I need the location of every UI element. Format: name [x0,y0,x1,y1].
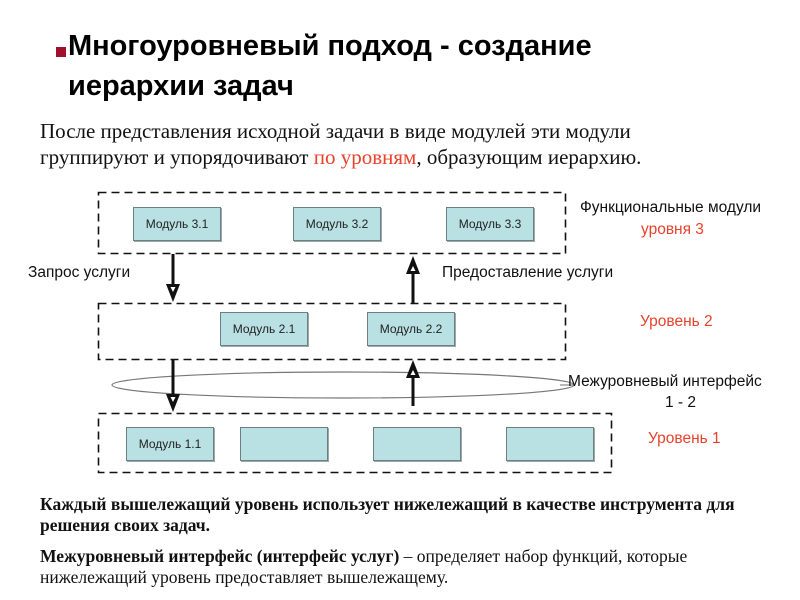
intro-text-part1: После представления исходной задачи в ви… [40,119,631,169]
module-3-2: Модуль 3.2 [293,207,381,241]
module-1-1: Модуль 1.1 [126,427,214,461]
module-3-1: Модуль 3.1 [133,207,221,241]
module-3-3: Модуль 3.3 [446,207,534,241]
level-3-label: Функциональные модули [580,199,762,216]
level-3-sublabel: уровня 3 [641,221,704,238]
module-1-2 [240,427,328,461]
slide-title: Многоуровневый подход - создание иерархи… [68,26,708,106]
provide-arrow-2-3 [406,256,420,304]
intro-paragraph: После представления исходной задачи в ви… [40,118,740,170]
note-upper-uses-lower: Каждый вышележащий уровень использует ни… [40,494,735,535]
intro-highlight: по уровням [313,145,417,169]
note-interface-definition: Межуровневый интерфейс (интерфейс услуг)… [40,546,780,588]
request-arrow-2-1 [166,359,180,412]
note-interface-term: Межуровневый интерфейс (интерфейс услуг) [40,546,400,566]
interface-sublabel: 1 - 2 [665,394,697,411]
level-2-label: Уровень 2 [640,313,713,330]
module-1-4 [506,427,594,461]
note-interface-desc: – определяет набор функций, которые ниже… [40,546,688,587]
module-1-3 [373,427,461,461]
title-bullet-icon [56,47,66,57]
interface-ellipse [111,371,575,399]
title-line-1: Многоуровневый подход - создание [68,30,592,62]
provide-arrow-1-2 [406,360,420,406]
level-2-frame [97,302,567,361]
request-service-label: Запрос услуги [28,264,131,281]
intro-text-part2: , образующим иерархию. [416,145,642,169]
title-line-2: иерархии задач [68,70,294,102]
module-2-1: Модуль 2.1 [220,312,308,346]
request-arrow-3-2 [166,254,180,302]
provide-service-label: Предоставление услуги [442,264,614,281]
module-2-2: Модуль 2.2 [367,312,455,346]
level-1-label: Уровень 1 [648,430,721,447]
level-3-frame [97,191,567,255]
interface-label: Межуровневый интерфейс [568,373,762,390]
